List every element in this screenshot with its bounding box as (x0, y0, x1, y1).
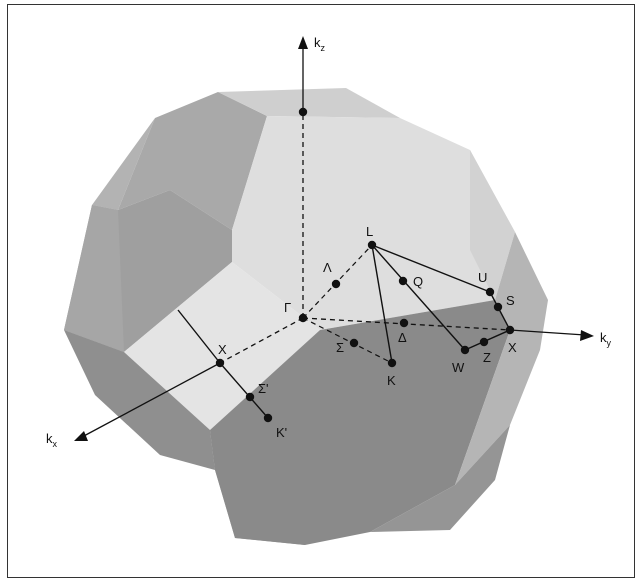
face-right-square (470, 150, 515, 300)
point-X-right (505, 325, 515, 335)
face-lower-left (64, 330, 215, 470)
point-L (367, 240, 377, 250)
symmetry-points (215, 107, 515, 423)
label-L: L (366, 224, 373, 239)
line-gamma-L (302, 244, 373, 319)
face-top-left (118, 92, 267, 230)
label-S: S (506, 293, 515, 308)
line-U-X (489, 291, 511, 331)
point-W (460, 345, 470, 355)
label-sigma: Σ (336, 340, 344, 355)
ky-axis-outer (509, 329, 586, 336)
label-ky: ky (600, 330, 612, 348)
line-L-W (371, 244, 466, 351)
point-U (485, 287, 495, 297)
kz-arrowhead (298, 36, 308, 49)
point-Q (398, 276, 408, 286)
point-sigma-prime (245, 392, 255, 402)
label-U: U (478, 270, 487, 285)
label-K-prime: K' (276, 425, 287, 440)
point-gamma (298, 313, 308, 323)
face-right (455, 232, 548, 485)
label-X-left: X (218, 342, 227, 357)
line-gamma-K (302, 317, 393, 364)
line-X-Kprime (219, 362, 269, 419)
point-sigma (349, 338, 359, 348)
face-left-back (64, 205, 124, 352)
label-Z: Z (483, 350, 491, 365)
label-X-right: X (508, 340, 517, 355)
kx-arrowhead (74, 431, 88, 441)
point-lambda (331, 279, 341, 289)
label-K: K (387, 373, 396, 388)
label-W: W (452, 360, 465, 375)
point-K-prime (263, 413, 273, 423)
point-S (493, 302, 503, 312)
line-L-U (371, 244, 491, 293)
point-K (387, 358, 397, 368)
label-kz: kz (314, 35, 326, 53)
face-top (218, 88, 400, 118)
line-X-edge (177, 309, 221, 364)
kx-axis-inner (219, 317, 304, 364)
label-sigma-prime: Σ' (258, 381, 269, 396)
label-lambda: Λ (323, 260, 332, 275)
label-gamma: Γ (284, 300, 291, 315)
line-L-K (371, 244, 393, 364)
point-X-left (215, 358, 225, 368)
face-bottom-right (370, 425, 510, 532)
kx-axis-outer (81, 362, 221, 438)
ky-arrowhead (580, 330, 594, 341)
label-kx: kx (46, 431, 58, 449)
point-Z (479, 337, 489, 347)
label-Q: Q (413, 274, 423, 289)
point-delta (399, 318, 409, 328)
point-kz-top (298, 107, 308, 117)
face-lower-front (210, 300, 510, 545)
face-left-outer (92, 118, 155, 210)
label-delta: Δ (398, 330, 407, 345)
